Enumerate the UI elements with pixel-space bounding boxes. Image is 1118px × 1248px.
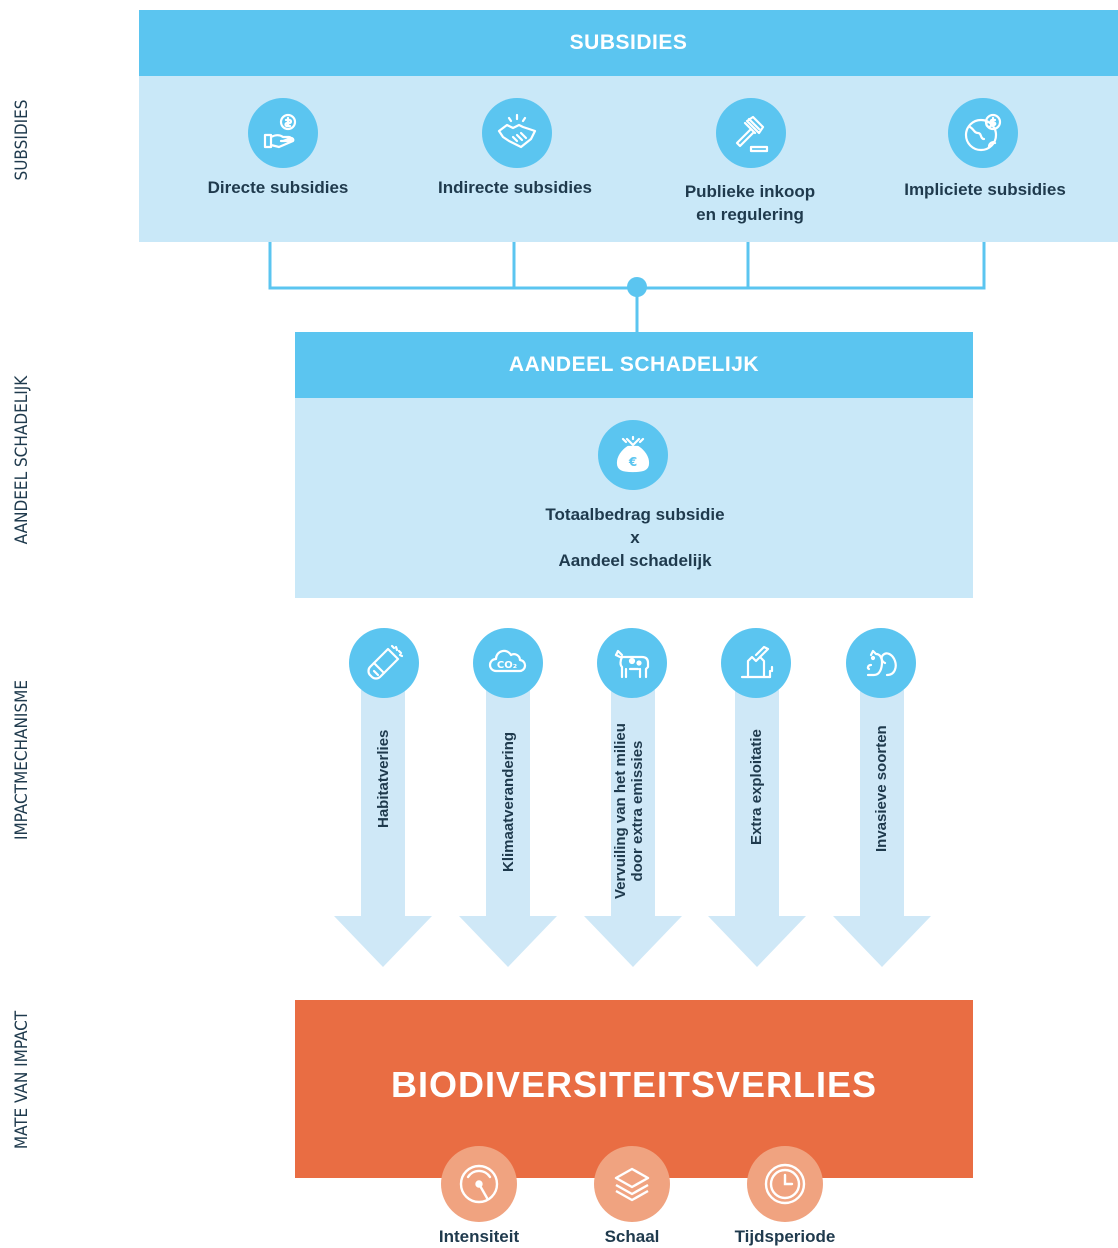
impact-title: BIODIVERSITEITSVERLIES — [390, 1064, 878, 1105]
formula-line-share: Aandeel schadelijk — [558, 551, 712, 570]
side-label-subsidies: SUBSIDIES — [12, 99, 32, 181]
cow-icon — [597, 628, 667, 698]
vervuiling-line2: door extra emissies — [629, 740, 646, 882]
habitatverlies-label: Habitatverlies — [375, 729, 392, 828]
publieke-inkoop-line1: Publieke inkoop — [684, 182, 816, 201]
gauge-icon — [441, 1146, 517, 1222]
indirecte-subsidies-label: Indirecte subsidies — [438, 178, 592, 197]
globe-dollar-icon — [948, 98, 1018, 168]
extra-exploitatie-label: Extra exploitatie — [748, 729, 765, 845]
handshake-icon — [482, 98, 552, 168]
subsidies-header: SUBSIDIES — [139, 10, 1118, 76]
aandeel-formula: Totaalbedrag subsidie x Aandeel schadeli… — [470, 503, 800, 572]
publieke-inkoop-line2: en regulering — [696, 205, 804, 224]
clock-icon — [747, 1146, 823, 1222]
vervuiling-line1: Vervuiling van het milieu — [612, 723, 629, 899]
vervuiling-label: Vervuiling van het milieu door extra emi… — [612, 723, 646, 899]
connector-lines — [268, 242, 986, 332]
schaal-label: Schaal — [604, 1227, 660, 1246]
directe-subsidies-label: Directe subsidies — [207, 178, 349, 197]
squirrel-icon — [846, 628, 916, 698]
publieke-inkoop-label: Publieke inkoop en regulering — [660, 180, 840, 226]
tijdsperiode-label: Tijdsperiode — [734, 1227, 836, 1246]
layers-icon — [594, 1146, 670, 1222]
tree-stump-icon — [721, 628, 791, 698]
formula-line-total: Totaalbedrag subsidie — [545, 505, 725, 524]
co2-cloud-icon: CO₂ — [473, 628, 543, 698]
svg-text:CO₂: CO₂ — [497, 660, 517, 671]
invasieve-soorten-label: Invasieve soorten — [873, 725, 890, 852]
chainsaw-icon — [349, 628, 419, 698]
impliciete-subsidies-label: Impliciete subsidies — [904, 180, 1066, 199]
side-label-mate-van-impact: MATE VAN IMPACT — [12, 1010, 32, 1150]
money-bag-euro-icon: € — [598, 420, 668, 490]
intensiteit-label: Intensiteit — [438, 1227, 520, 1246]
formula-line-x: x — [630, 528, 640, 547]
gavel-icon — [716, 98, 786, 168]
side-label-aandeel-schadelijk: AANDEEL SCHADELIJK — [12, 375, 32, 545]
klimaatverandering-label: Klimaatverandering — [500, 731, 517, 872]
mechanism-arrows — [334, 690, 931, 967]
aandeel-header: AANDEEL SCHADELIJK — [295, 332, 973, 398]
svg-text:€: € — [628, 455, 637, 469]
hand-dollar-icon — [248, 98, 318, 168]
